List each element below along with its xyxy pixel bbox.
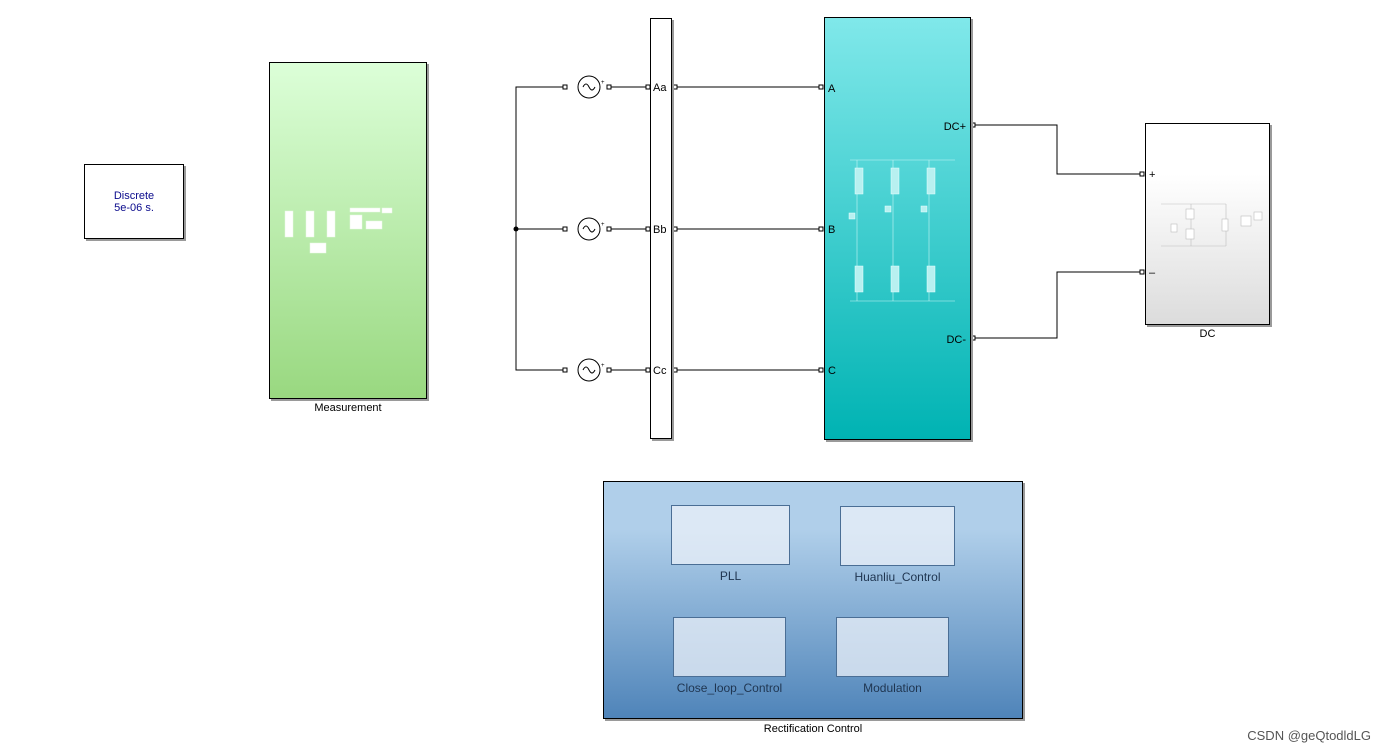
rectification-control-subsystem[interactable]: PLL Huanliu_Control Close_loop_Control M…: [603, 481, 1023, 719]
dc-load-subsystem[interactable]: + –: [1145, 123, 1270, 325]
ac-voltage-source-icon: [577, 217, 601, 241]
close-loop-control-subsystem[interactable]: [673, 617, 786, 677]
converter-port-dcplus: DC+: [943, 121, 966, 133]
bus-port-aa: Aa: [653, 82, 667, 94]
dc-load-preview-icon: [1161, 203, 1263, 247]
bus-port-cc: Cc: [653, 365, 667, 377]
dc-port-minus: –: [1149, 267, 1156, 279]
svg-text:+: +: [601, 363, 605, 369]
dc-load-label: DC: [1199, 328, 1216, 340]
converter-port-b: B: [828, 224, 836, 236]
powergui-sample-time: 5e-06 s.: [114, 202, 154, 214]
modulation-subsystem[interactable]: [836, 617, 949, 677]
junction-dot: [513, 226, 519, 232]
converter-port-dcminus: DC-: [946, 334, 966, 346]
wire-dc-minus: [975, 271, 1142, 339]
modulation-label: Modulation: [863, 681, 922, 695]
rectification-control-label: Rectification Control: [763, 723, 863, 735]
close-loop-control-label: Close_loop_Control: [676, 681, 783, 695]
dc-port-plus: +: [1149, 169, 1156, 181]
bus-port-bb: Bb: [653, 224, 667, 236]
measurement-label: Measurement: [314, 402, 382, 414]
converter-port-c: C: [828, 365, 836, 377]
ac-voltage-source-icon: [577, 75, 601, 99]
huanliu-control-subsystem[interactable]: [840, 506, 955, 566]
watermark: CSDN @geQtodldLG: [1247, 728, 1371, 743]
pll-label: PLL: [719, 569, 742, 583]
converter-preview-icon: [848, 159, 955, 302]
powergui-mode: Discrete: [113, 190, 155, 202]
measurement-preview-icon: [284, 207, 393, 254]
converter-subsystem[interactable]: A B C DC+ DC-: [824, 17, 971, 440]
huanliu-control-label: Huanliu_Control: [854, 570, 941, 584]
powergui-block[interactable]: Discrete 5e-06 s.: [84, 164, 184, 239]
svg-text:+: +: [601, 222, 605, 228]
svg-text:+: +: [601, 80, 605, 86]
bus-block[interactable]: Aa Bb Cc: [650, 18, 672, 439]
measurement-subsystem[interactable]: [269, 62, 427, 399]
wire-dc-plus: [975, 124, 1142, 175]
pll-subsystem[interactable]: [671, 505, 790, 565]
converter-port-a: A: [828, 83, 836, 95]
ac-voltage-source-icon: [577, 358, 601, 382]
